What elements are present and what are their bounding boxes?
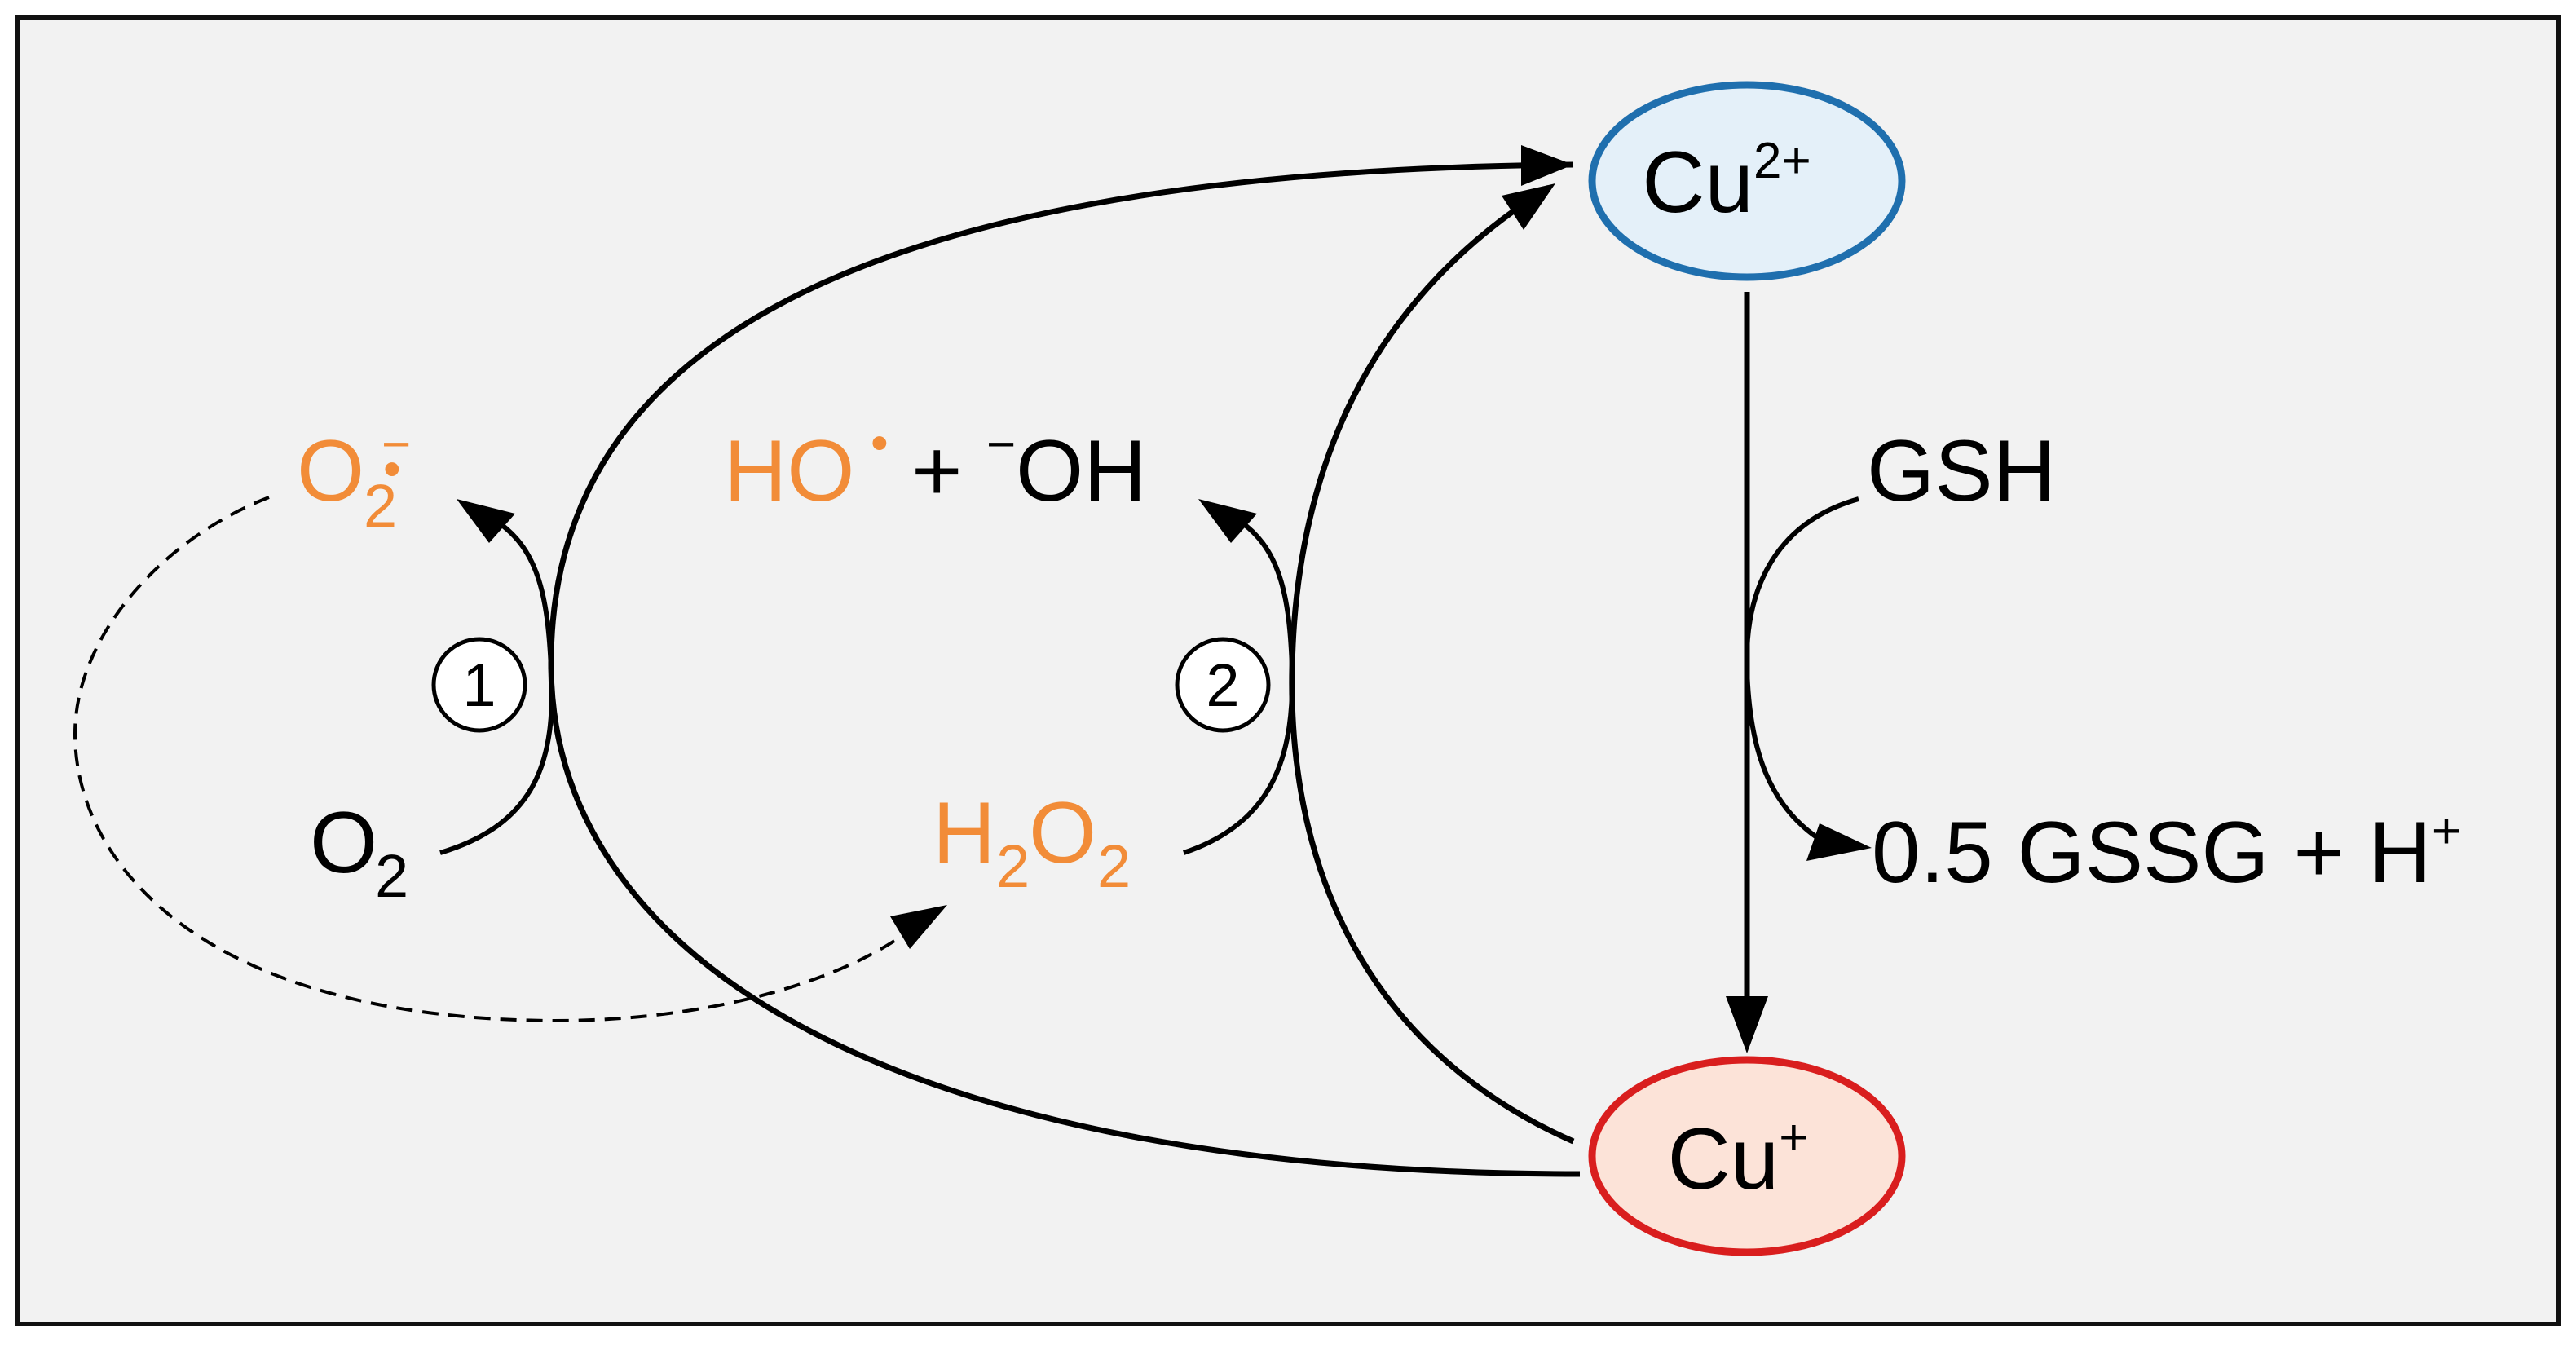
arrowhead-outer-arc [1521,145,1573,186]
label-h2o2: H 2 O 2 [933,783,1131,900]
step-2-badge: 2 [1175,637,1271,733]
hydroxide-base: OH [1016,421,1147,519]
label-oxygen: O 2 [310,793,408,910]
h2o2-sub2: 2 [1097,832,1131,900]
arrowhead-dashed [890,905,947,949]
oxygen-sub: 2 [375,842,408,910]
h2o2-o: O [1029,783,1096,881]
superoxide-charge: − [382,417,411,473]
cu2-ellipse [1588,81,1906,281]
gssg-proton-charge: + [2432,803,2461,859]
step-1-number: 1 [462,651,496,719]
node-cu2: Cu2+ [1588,81,1906,281]
step-1-badge: 1 [431,637,527,733]
h2o2-sub1: 2 [996,832,1030,900]
arc-gsh-to-gssg [1744,496,1859,844]
cu2-charge: 2+ [1753,133,1811,189]
arrowhead-gssg [1806,823,1872,861]
diagram-background [15,15,2561,1326]
gssg-text: 0.5 GSSG + H [1872,803,2432,901]
superoxide-sub: 2 [364,472,397,540]
cu1-charge: + [1779,1110,1808,1166]
arrowhead-superoxide [457,499,515,543]
plus-sign: + [911,421,963,519]
arrowhead-hydroxyl [1198,499,1257,543]
label-gssg: 0.5 GSSG + H+ [1872,803,2461,901]
dashed-arc-superoxide-to-h2o2 [73,496,915,1023]
superoxide-radical-dot: • [383,441,401,497]
label-gsh: GSH [1867,421,2056,519]
node-cu1: Cu+ [1588,1056,1906,1256]
svg-text:Cu+: Cu+ [1668,1110,1809,1207]
oxygen-base: O [310,793,377,891]
cu1-ellipse [1588,1056,1906,1256]
label-hydroxyl-products: HO • + − OH [724,415,1147,519]
svg-text:Cu2+: Cu2+ [1642,133,1811,231]
hydroxyl-radical-dot: • [871,415,889,471]
superoxide-base: O [297,421,364,519]
arrowhead-inner-arc [1502,183,1555,230]
hydroxide-charge: − [986,417,1016,473]
arrowhead-cu1 [1726,996,1768,1053]
step-2-number: 2 [1206,651,1239,719]
h2o2-h: H [933,783,995,881]
arc-h2o2-to-hydroxyl [1183,516,1295,855]
cu2-base: Cu [1642,133,1753,231]
arc-o2-to-superoxide [439,516,554,855]
label-superoxide: O 2 − • [297,417,411,540]
hydroxyl-radical-base: HO [724,421,855,519]
cu1-base: Cu [1668,1110,1780,1207]
